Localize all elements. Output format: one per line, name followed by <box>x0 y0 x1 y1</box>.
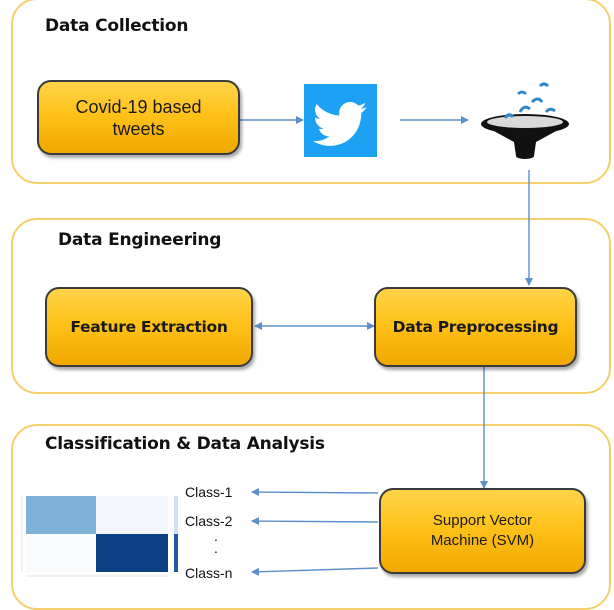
node-data-preprocessing-label: Data Preprocessing <box>392 318 559 336</box>
class-1-label: Class-1 <box>185 484 233 500</box>
arrow-svm-to-class-1 <box>251 488 379 497</box>
confusion-matrix-thumbnail <box>16 490 186 590</box>
node-svm: Support Vector Machine (SVM) <box>379 488 586 574</box>
node-covid-tweets-line1: Covid-19 based <box>75 96 202 117</box>
node-covid-tweets-line2: tweets <box>112 118 165 139</box>
ellipsis-dot-1: . <box>214 528 218 544</box>
class-n-label: Class-n <box>185 565 233 581</box>
node-covid-tweets: Covid-19 based tweets <box>37 80 240 155</box>
node-feature-extraction-label: Feature Extraction <box>70 318 228 336</box>
node-svm-line2: Machine (SVM) <box>430 532 535 549</box>
node-feature-extraction: Feature Extraction <box>45 287 253 367</box>
section-title-data-collection: Data Collection <box>45 16 189 36</box>
node-svm-line1: Support Vector <box>432 512 533 529</box>
node-data-preprocessing: Data Preprocessing <box>374 287 577 367</box>
funnel-icon <box>470 72 570 162</box>
ellipsis-dot-2: . <box>214 540 218 556</box>
class-2-label: Class-2 <box>185 513 233 529</box>
arrow-svm-to-class-2 <box>251 517 379 526</box>
arrow-svm-to-class-n <box>251 567 379 576</box>
section-title-classification: Classification & Data Analysis <box>45 434 325 454</box>
twitter-bird-icon <box>304 84 377 157</box>
section-title-data-engineering: Data Engineering <box>58 230 222 250</box>
